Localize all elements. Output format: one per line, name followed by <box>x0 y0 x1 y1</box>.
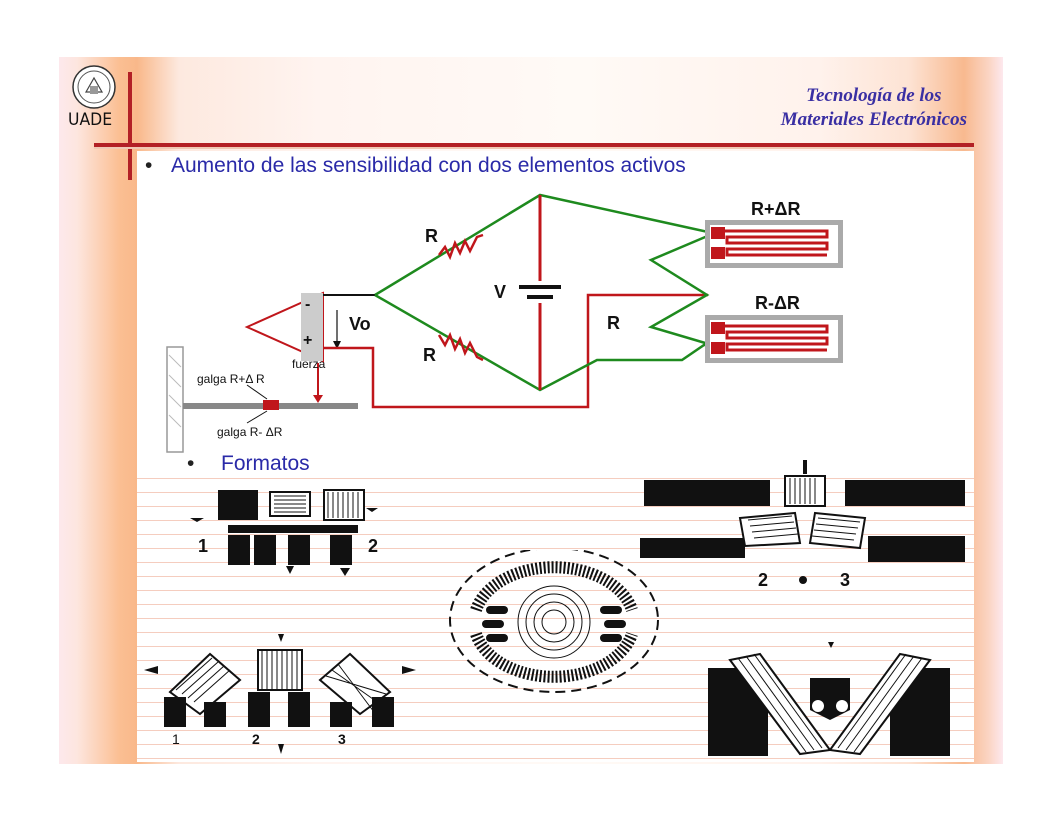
strain-gauge-marker <box>263 400 279 410</box>
force-arrow-icon <box>313 395 323 403</box>
gauge-bottom-label: R-ΔR <box>755 293 800 313</box>
gauge-bottom-icon <box>705 315 843 363</box>
format-v-torque <box>708 642 950 756</box>
bridge-circuit-diagram: galga R+Δ R galga R- ΔR fuerza - + Vo V … <box>166 193 843 453</box>
format4-label-3: 3 <box>338 731 346 747</box>
format2-label-2: 2 <box>758 570 768 588</box>
r-bottom-label: R <box>423 345 436 365</box>
wall-support <box>166 346 184 453</box>
format-circular-diaphragm <box>449 550 659 693</box>
format1-label-1: 1 <box>198 536 208 556</box>
university-seal-icon <box>72 65 116 109</box>
r-top-label: R <box>425 226 438 246</box>
course-title-line2: Materiales Electrónicos <box>780 109 967 130</box>
format-double-shear: 2 3 <box>640 460 965 588</box>
uade-logo: UADE <box>68 64 126 132</box>
logo-text: UADE <box>68 110 113 130</box>
format2-label-3: 3 <box>840 570 850 588</box>
header-rule-shadow <box>94 147 974 149</box>
header-horizontal-rule <box>94 143 974 147</box>
course-title: Tecnología de los Materiales Electrónico… <box>781 84 967 132</box>
galga-bottom-label: galga R- ΔR <box>217 425 283 439</box>
gauge-top-label: R+ΔR <box>751 199 800 219</box>
bullet-dot: • <box>145 154 153 177</box>
plus-label: + <box>303 332 312 349</box>
galga-top-label: galga R+Δ R <box>197 372 265 386</box>
v-label: V <box>494 282 506 302</box>
bullet-text: Formatos <box>221 452 310 475</box>
course-title-line1: Tecnología de los <box>806 85 942 106</box>
format1-label-2: 2 <box>368 536 378 556</box>
bullet-sensitivity: • Aumento de las sensibilidad con dos ele… <box>145 154 686 178</box>
resistor-bottom-icon <box>437 331 484 362</box>
minus-label: - <box>305 296 310 313</box>
format4-label-1: 1 <box>172 731 180 747</box>
format-rosette-two-grid: 1 2 <box>190 489 378 576</box>
resistor-top-icon <box>438 233 484 261</box>
r-right-label: R <box>607 313 620 333</box>
format4-label-2: 2 <box>252 731 260 747</box>
header-vertical-rule <box>128 72 132 180</box>
bullet-formatos: • Formatos <box>187 452 310 476</box>
vo-label: Vo <box>349 314 371 334</box>
bullet-text: Aumento de las sensibilidad con dos elem… <box>171 154 686 177</box>
gauge-top-icon <box>705 220 843 268</box>
format-three-grid-rosette: 1 2 3 <box>144 634 416 754</box>
bullet-dot: • <box>187 452 195 475</box>
